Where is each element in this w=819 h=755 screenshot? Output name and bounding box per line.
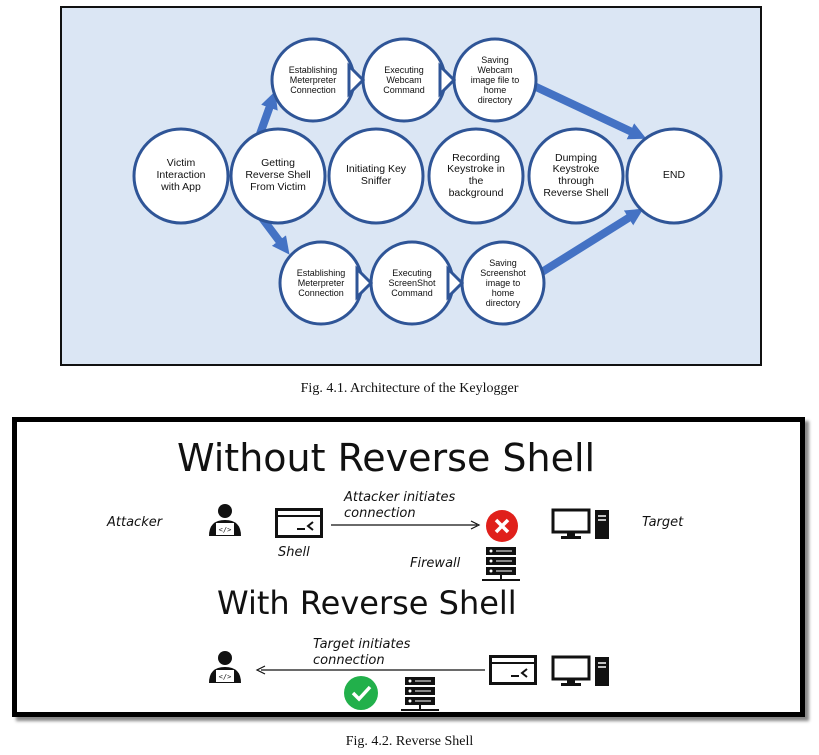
node-sniffer-circle (327, 127, 425, 225)
node-victim-circle (132, 127, 230, 225)
pointer-screenshot (446, 265, 465, 301)
firewall-label: Firewall (410, 556, 461, 571)
flow-graphics (132, 37, 723, 326)
node-end-circle (625, 127, 723, 225)
check-icon (344, 676, 378, 710)
computer-icon (551, 508, 609, 539)
svg-text:</>: </> (219, 673, 232, 681)
hacker-icon: </> (209, 504, 241, 536)
pointer-webcam (438, 62, 457, 98)
shell-label: Shell (278, 545, 310, 560)
svg-text:</>: </> (219, 526, 232, 534)
node-dump-circle (527, 127, 625, 225)
figure2-caption: Fig. 4.2. Reverse Shell (345, 734, 474, 749)
reverse-shell-diagram: Without Reverse Shell Attacker </> Shell… (12, 417, 805, 717)
blocked-icon (486, 510, 518, 542)
arrow-shell-to-meterpreter-top (256, 91, 278, 136)
firewall-icon (482, 547, 520, 581)
without-reverse-shell-title: Without Reverse Shell (177, 436, 596, 480)
node-end-label: END (662, 169, 686, 182)
terminal-icon (489, 655, 537, 685)
computer-icon (551, 655, 609, 686)
pointer-met1 (347, 62, 366, 98)
hacker-icon: </> (209, 651, 241, 683)
target-connection-arrow (255, 665, 485, 675)
figure1-caption: Fig. 4.1. Architecture of the Keylogger (300, 381, 519, 396)
server-icon (401, 677, 439, 711)
target-label: Target (642, 515, 684, 530)
arrow-screenshot-to-end (539, 208, 644, 276)
attacker-label: Attacker (107, 515, 163, 530)
pointer-met2 (355, 265, 374, 301)
node-shell-circle (229, 127, 327, 225)
attacker-connection-arrow (331, 520, 481, 530)
node-record-circle (427, 127, 525, 225)
arrow-webcam-to-end (532, 82, 647, 140)
terminal-icon (275, 508, 323, 538)
with-reverse-shell-title: With Reverse Shell (217, 584, 517, 622)
